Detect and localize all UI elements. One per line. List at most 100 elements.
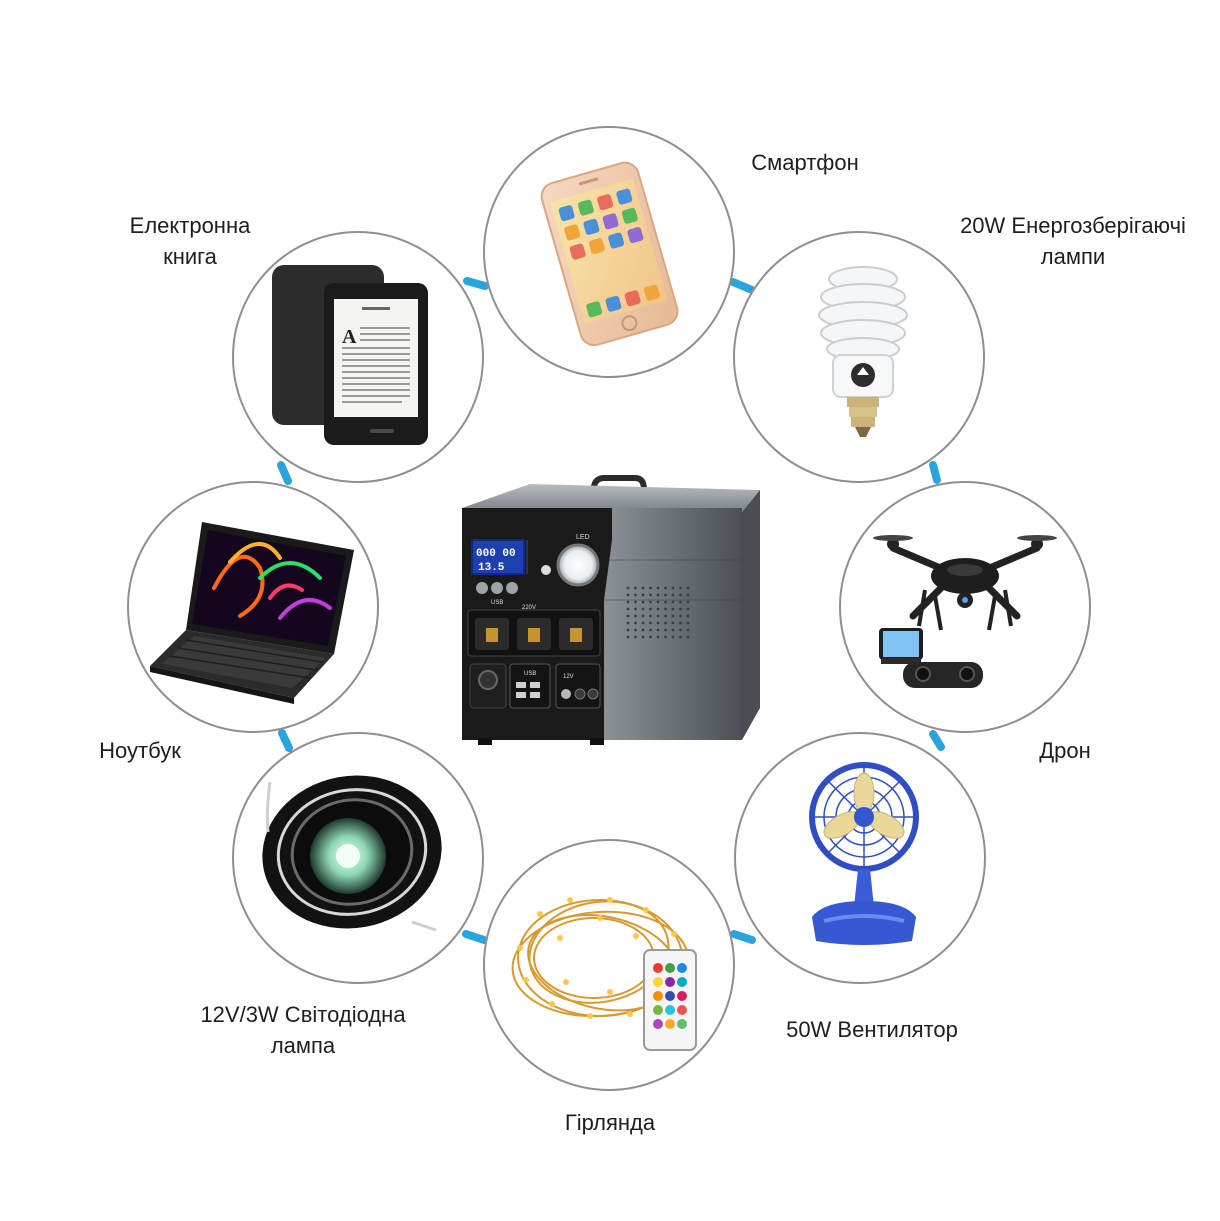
connector-cfl-drone	[929, 461, 941, 484]
ac-220v-label: 220V	[522, 605, 536, 611]
label-garland-line1: Гірлянда	[564, 1110, 656, 1135]
vent-hole	[686, 628, 690, 632]
vent-hole	[641, 600, 645, 604]
smartphone-icon	[540, 161, 679, 347]
vent-holes	[626, 586, 690, 639]
vent-hole	[671, 621, 675, 625]
vent-hole	[656, 586, 660, 590]
vent-hole	[679, 593, 682, 597]
vent-hole	[679, 614, 682, 618]
vent-hole	[671, 593, 675, 597]
vent-hole	[626, 607, 630, 611]
laptop-icon	[150, 522, 354, 704]
vent-hole	[679, 635, 682, 639]
ac-outlet-1[interactable]	[475, 618, 509, 650]
power-button[interactable]	[476, 582, 488, 594]
lcd-bottom-readout: 13.5	[478, 562, 505, 574]
label-ebook: Електронна книга	[110, 210, 270, 272]
vent-hole	[686, 593, 690, 597]
connector-drone-fan	[929, 730, 945, 751]
vent-hole	[656, 607, 660, 611]
label-ebook-line1: Електронна	[129, 213, 251, 238]
vent-hole	[649, 621, 652, 625]
vent-hole	[664, 586, 667, 590]
vent-hole	[641, 621, 645, 625]
vent-hole	[664, 600, 667, 604]
vent-hole	[664, 635, 667, 639]
vent-hole	[686, 635, 690, 639]
vent-hole	[634, 635, 637, 639]
vent-hole	[634, 600, 637, 604]
vent-hole	[634, 607, 637, 611]
vent-hole	[679, 586, 682, 590]
ebook-reader-icon: A	[272, 265, 428, 445]
vent-hole	[656, 621, 660, 625]
vent-hole	[634, 628, 637, 632]
vent-hole	[649, 614, 652, 618]
fan-icon	[809, 762, 919, 945]
vent-hole	[686, 621, 690, 625]
connector-led-laptop	[278, 729, 293, 752]
vent-hole	[641, 607, 645, 611]
vent-hole	[649, 635, 652, 639]
usb-button[interactable]	[491, 582, 503, 594]
svg-text:A: A	[342, 326, 357, 348]
usb-ports[interactable]	[516, 682, 540, 698]
vent-hole	[679, 621, 682, 625]
label-led-lamp: 12V/3W Світодіодна лампа	[178, 999, 428, 1061]
vent-hole	[626, 600, 630, 604]
label-garland: Гірлянда	[530, 1107, 690, 1138]
lcd-display	[471, 539, 525, 575]
usb-label-top: USB	[491, 600, 503, 606]
vent-hole	[664, 614, 667, 618]
vent-hole	[656, 635, 660, 639]
label-led-lamp-line1: 12V/3W Світодіодна	[200, 1002, 406, 1027]
label-drone: Дрон	[1010, 735, 1120, 766]
vent-hole	[626, 614, 630, 618]
vent-hole	[664, 593, 667, 597]
label-laptop-line1: Ноутбук	[99, 738, 181, 763]
vent-hole	[656, 628, 660, 632]
connector-laptop-ebook	[277, 461, 292, 485]
label-smartphone: Смартфон	[715, 147, 895, 178]
vent-hole	[641, 628, 645, 632]
garland-icon	[511, 897, 697, 1051]
remote-control-icon	[643, 949, 697, 1051]
vent-hole	[686, 614, 690, 618]
label-fan-line1: 50W Вентилятор	[786, 1017, 958, 1042]
label-smartphone-line1: Смартфон	[751, 150, 859, 175]
dc-12v-label: 12V	[563, 674, 574, 680]
vent-hole	[679, 607, 682, 611]
vent-hole	[626, 621, 630, 625]
led-lamp-window	[556, 543, 600, 587]
ac-outlet-3[interactable]	[559, 618, 593, 650]
vent-hole	[664, 607, 667, 611]
vent-hole	[649, 628, 652, 632]
ac-outlet-2[interactable]	[517, 618, 551, 650]
drone-icon	[873, 535, 1057, 688]
vent-hole	[641, 614, 645, 618]
connector-lines	[277, 277, 945, 944]
label-laptop: Ноутбук	[75, 735, 205, 766]
vent-hole	[626, 635, 630, 639]
connector-smartphone-cfl	[729, 278, 756, 294]
label-cfl-lamp: 20W Енергозберігаючі лампи	[938, 210, 1208, 272]
vent-hole	[679, 600, 682, 604]
vent-hole	[649, 593, 652, 597]
led-button[interactable]	[506, 582, 518, 594]
lcd-top-readout: 000 00	[476, 548, 516, 560]
vent-hole	[626, 586, 630, 590]
vent-hole	[634, 621, 637, 625]
vent-hole	[671, 586, 675, 590]
usb-label-bottom: USB	[524, 671, 536, 677]
vent-hole	[686, 586, 690, 590]
vent-hole	[656, 614, 660, 618]
dc-ports[interactable]	[561, 688, 599, 700]
vent-hole	[671, 628, 675, 632]
vent-hole	[671, 600, 675, 604]
vent-hole	[634, 586, 637, 590]
vent-hole	[641, 635, 645, 639]
vent-hole	[671, 614, 675, 618]
label-cfl-lamp-line1: 20W Енергозберігаючі	[960, 213, 1186, 238]
